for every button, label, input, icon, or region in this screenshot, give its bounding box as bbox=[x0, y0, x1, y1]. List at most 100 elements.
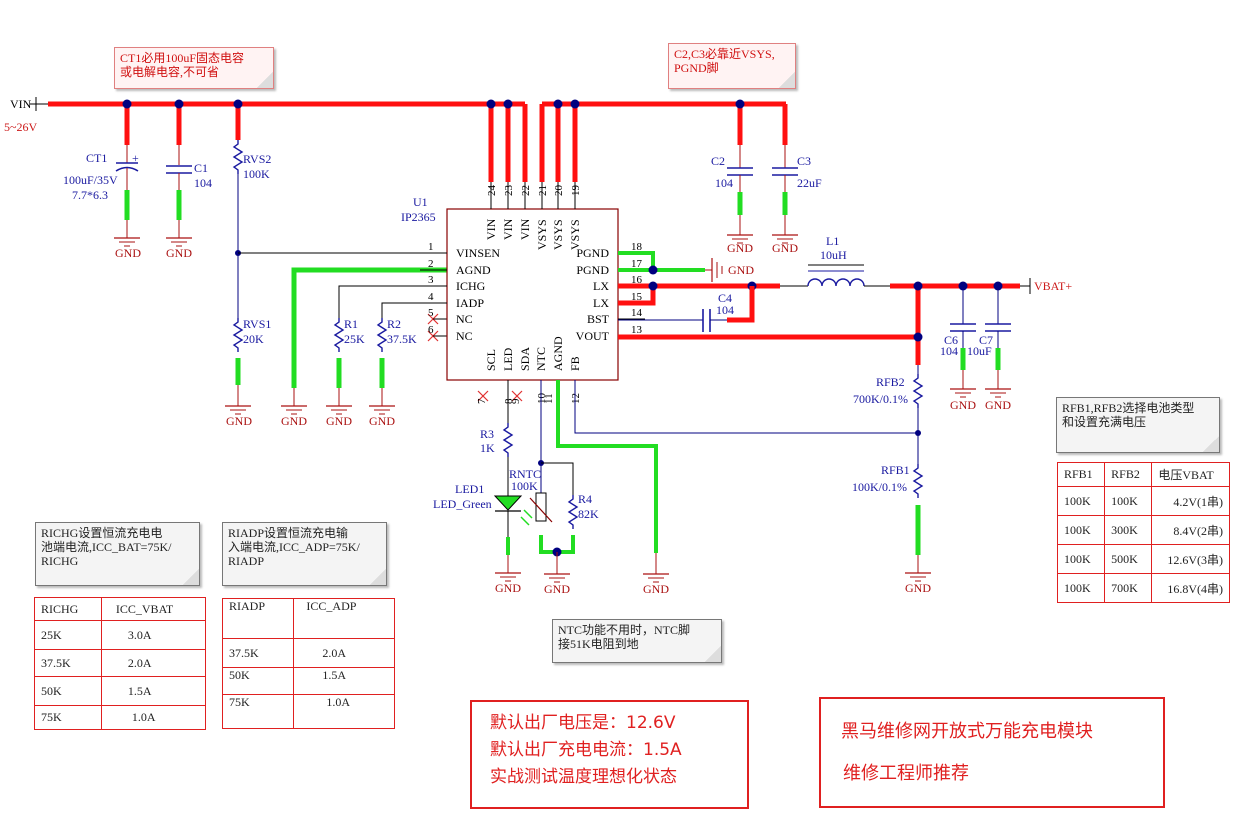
table-cell: 1.0A bbox=[293, 694, 395, 729]
table-cell: 4.2V(1串) bbox=[1151, 486, 1230, 516]
pin-number: 19 bbox=[570, 185, 582, 197]
pin-name: LX bbox=[593, 279, 609, 293]
ic-part: IP2365 bbox=[401, 210, 436, 224]
c2-value: 104 bbox=[715, 176, 733, 190]
r2-value: 37.5K bbox=[387, 332, 417, 346]
table-cell: 100K bbox=[1056, 573, 1106, 603]
ct1-size: 7.7*6.3 bbox=[72, 188, 108, 202]
r3-value: 1K bbox=[480, 441, 495, 455]
r1-value: 25K bbox=[344, 332, 365, 346]
table-cell: 3.0A bbox=[100, 620, 207, 650]
agnd11-trace bbox=[556, 380, 658, 553]
table-cell: 8.4V(2串) bbox=[1151, 515, 1230, 545]
note-line: RIADP设置恒流充电输 bbox=[228, 526, 349, 540]
table-header: ICC_VBAT bbox=[100, 597, 207, 621]
gnd-label: GND bbox=[326, 414, 352, 428]
ct1-value: 100uF/35V bbox=[63, 173, 118, 187]
l1-ref: L1 bbox=[826, 234, 839, 248]
pin-name: VIN bbox=[501, 218, 515, 240]
pin-name: NC bbox=[456, 312, 473, 326]
note-line: 入端电流,ICC_ADP=75K/ bbox=[228, 540, 360, 554]
pin-name: FB bbox=[568, 356, 582, 371]
c7-value: 10uF bbox=[967, 344, 992, 358]
resistor-r2 bbox=[368, 302, 447, 415]
led1-ref: LED1 bbox=[455, 482, 484, 496]
resistor-rfb2 bbox=[574, 365, 923, 466]
pin-name: VSYS bbox=[551, 219, 565, 250]
rntc-value: 100K bbox=[511, 479, 538, 493]
c3-ref: C3 bbox=[797, 154, 811, 168]
pin-name: IADP bbox=[456, 296, 484, 310]
gnd-label: GND bbox=[985, 398, 1011, 412]
gnd-label: GND bbox=[115, 246, 141, 260]
l1-value: 10uH bbox=[820, 248, 847, 262]
pin-name: SDA bbox=[518, 347, 532, 371]
pin-number: 20 bbox=[553, 185, 565, 197]
note-ct1: CT1必用100uF固态电容 或电解电容,不可省 bbox=[114, 47, 274, 89]
table-cell: 50K bbox=[221, 667, 295, 695]
rvs1-value: 20K bbox=[243, 332, 264, 346]
pin-name: VSYS bbox=[568, 219, 582, 250]
table-cell: 16.8V(4串) bbox=[1151, 573, 1230, 603]
lx-net bbox=[618, 281, 808, 323]
pin-name: VOUT bbox=[576, 329, 610, 343]
gnd-label: GND bbox=[727, 241, 753, 255]
gnd-label: GND bbox=[950, 398, 976, 412]
pin-name: BST bbox=[587, 312, 610, 326]
table-header: RIADP bbox=[221, 598, 295, 639]
c6-ref: C6 bbox=[944, 333, 958, 347]
table-cell: 50K bbox=[34, 676, 102, 706]
table-cell: 2.0A bbox=[293, 638, 395, 668]
pin-name: VSYS bbox=[535, 219, 549, 250]
rfb2-value: 700K/0.1% bbox=[853, 392, 908, 406]
table-cell: 1.5A bbox=[293, 667, 395, 695]
note-line: 和设置充满电压 bbox=[1062, 415, 1147, 429]
resistor-r4 bbox=[568, 494, 578, 530]
info-line: 黑马维修网开放式万能充电模块 bbox=[841, 721, 1093, 742]
pgnd-net bbox=[618, 251, 723, 282]
c1-ref: C1 bbox=[194, 161, 208, 175]
note-rfb: RFB1,RFB2选择电池类型 和设置充满电压 bbox=[1056, 397, 1220, 453]
pin-number: 24 bbox=[486, 185, 498, 197]
table-cell: 2.0A bbox=[100, 649, 207, 677]
rvs1-ref: RVS1 bbox=[243, 317, 271, 331]
table-header: ICC_ADP bbox=[293, 598, 395, 639]
r4-ref: R4 bbox=[578, 492, 592, 506]
c7-ref: C7 bbox=[979, 333, 993, 347]
pin-number: 5 bbox=[428, 307, 434, 319]
table-cell: 37.5K bbox=[34, 649, 102, 677]
note-line: RICHG设置恒流充电电 bbox=[41, 526, 163, 540]
c3-value: 22uF bbox=[797, 176, 822, 190]
pin-number: 15 bbox=[631, 291, 643, 303]
c2-ref: C2 bbox=[711, 154, 725, 168]
pin-number: 3 bbox=[428, 274, 434, 286]
r1-ref: R1 bbox=[344, 317, 358, 331]
table-cell: 1.0A bbox=[100, 705, 207, 730]
capacitor-c2 bbox=[726, 145, 754, 244]
note-line: RFB1,RFB2选择电池类型 bbox=[1062, 401, 1195, 415]
note-line: CT1必用100uF固态电容 bbox=[120, 51, 245, 65]
pin-name: ICHG bbox=[456, 279, 486, 293]
pin-number: 13 bbox=[631, 324, 643, 336]
note-richg: RICHG设置恒流充电电 池端电流,ICC_BAT=75K/ RICHG bbox=[35, 522, 200, 586]
led1-symbol bbox=[493, 495, 533, 582]
table-header: RICHG bbox=[34, 597, 102, 621]
note-line: 接51K电阻到地 bbox=[558, 637, 639, 651]
led1-value: LED_Green bbox=[433, 497, 492, 511]
resistor-rvs1 bbox=[224, 317, 252, 415]
table-cell: 1.5A bbox=[100, 676, 207, 706]
pin-number: 16 bbox=[631, 274, 643, 286]
ct1-ref: CT1 bbox=[86, 151, 107, 165]
table-header: 电压VBAT bbox=[1151, 462, 1230, 487]
